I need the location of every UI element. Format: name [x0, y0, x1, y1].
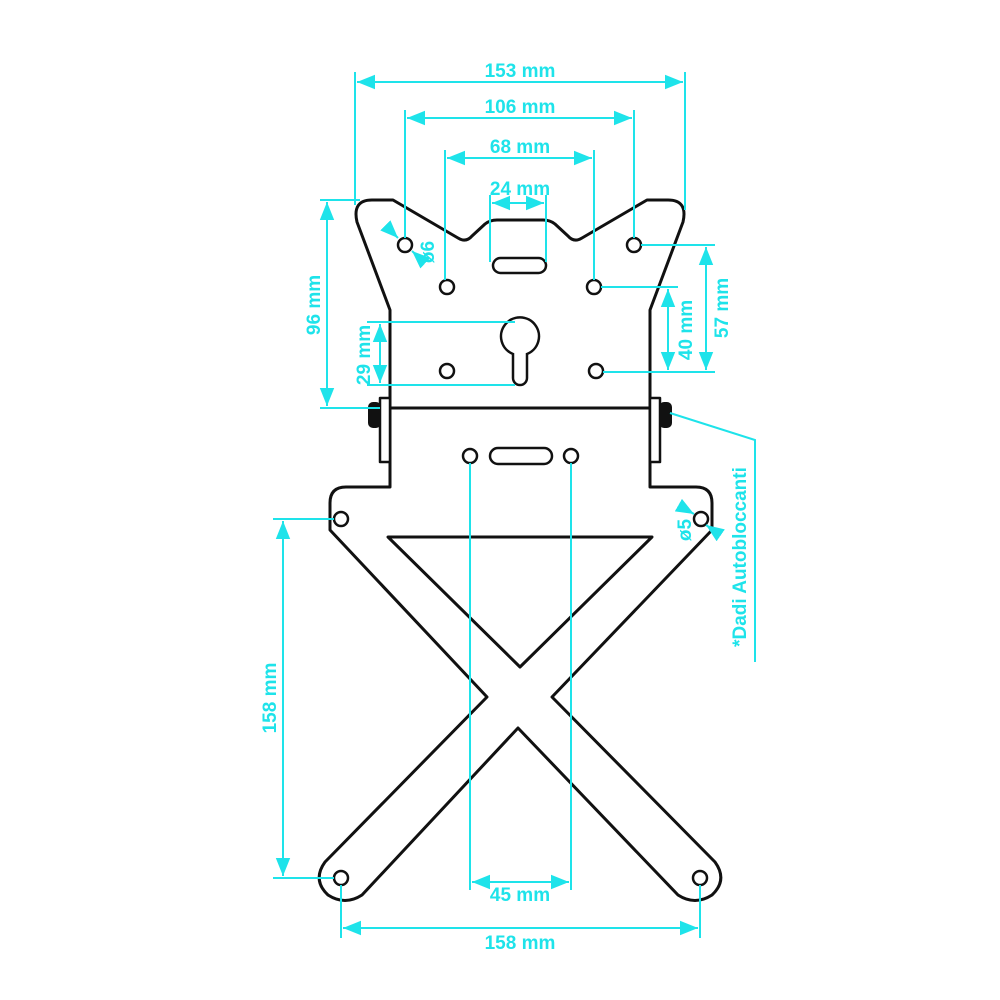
dim-158-vertical: 158 mm: [260, 663, 281, 734]
dim-68: 68 mm: [490, 137, 550, 158]
dim-158-horizontal: 158 mm: [485, 933, 556, 954]
hinge-bracket-right: [648, 396, 662, 464]
dim-45: 45 mm: [490, 885, 550, 906]
hinge-bracket-left: [378, 396, 392, 464]
triangle-cutout: [386, 535, 654, 669]
lock-nut-right: [659, 402, 672, 428]
top-plate: [354, 198, 686, 410]
keyhole: [499, 316, 541, 387]
dim-24: 24 mm: [490, 179, 550, 200]
dim-hole-6: ø6: [418, 241, 439, 263]
dim-hole-5: ø5: [675, 518, 696, 541]
bottom-slot: [488, 446, 554, 466]
dim-106: 106 mm: [485, 97, 556, 118]
dim-40: 40 mm: [676, 300, 697, 360]
top-slot: [491, 256, 548, 275]
lock-nut-note: *Dadi Autobloccanti: [730, 467, 751, 647]
dim-153: 153 mm: [485, 61, 556, 82]
dimension-lines: [273, 72, 756, 938]
dim-29: 29 mm: [354, 325, 375, 385]
lock-nut-left: [368, 402, 381, 428]
dim-57: 57 mm: [712, 278, 733, 338]
dim-96: 96 mm: [304, 275, 325, 335]
